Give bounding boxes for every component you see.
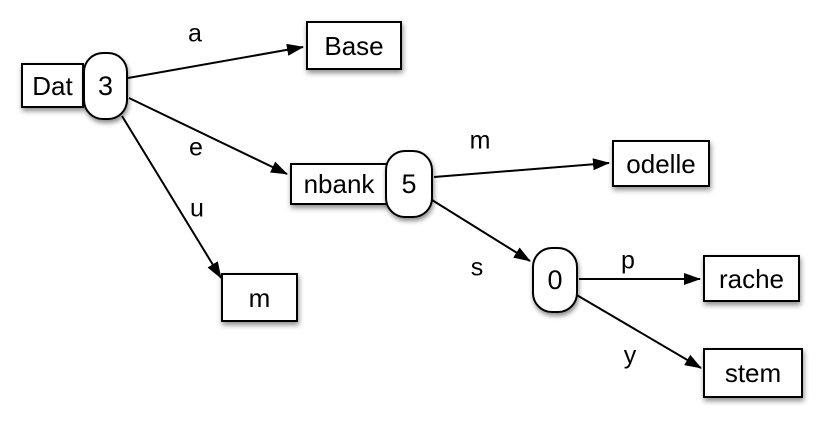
edge-label-a: a: [188, 19, 202, 48]
node-box-base-label: Base: [324, 30, 384, 61]
node-box-odelle: odelle: [612, 140, 710, 187]
count-node-s: 0: [532, 247, 578, 313]
edge-a-line: [127, 43, 304, 79]
edge-e-line: [128, 97, 288, 175]
count-node-root-label: 3: [97, 70, 114, 101]
node-box-rache-label: rache: [718, 263, 785, 294]
node-box-nbank: nbank: [290, 163, 388, 205]
edge-label-m: m: [469, 126, 491, 155]
node-box-stem: stem: [703, 348, 803, 398]
edge-label-y: y: [623, 341, 637, 370]
edge-s-line: [431, 199, 531, 262]
node-box-base: Base: [306, 21, 402, 70]
edge-u-line: [121, 115, 222, 279]
edge-label-p: p: [621, 246, 635, 275]
node-box-m-label: m: [248, 282, 271, 313]
edge-y-line: [574, 293, 702, 369]
edge-m-line: [433, 158, 610, 178]
node-box-m: m: [221, 273, 298, 322]
count-node-s-label: 0: [547, 264, 563, 295]
edge-label-e: e: [189, 133, 203, 162]
count-node-nbank-label: 5: [401, 168, 417, 199]
node-box-nbank-label: nbank: [303, 169, 375, 199]
node-box-odelle-label: odelle: [626, 148, 696, 179]
node-box-dat: Dat: [21, 63, 84, 108]
edge-label-u: u: [190, 194, 204, 223]
count-node-nbank: 5: [385, 150, 433, 218]
node-box-dat-label: Dat: [32, 70, 73, 101]
node-box-rache: rache: [703, 255, 800, 302]
count-node-root: 3: [83, 52, 128, 120]
edge-label-s: s: [470, 253, 484, 282]
node-box-stem-label: stem: [724, 358, 782, 388]
